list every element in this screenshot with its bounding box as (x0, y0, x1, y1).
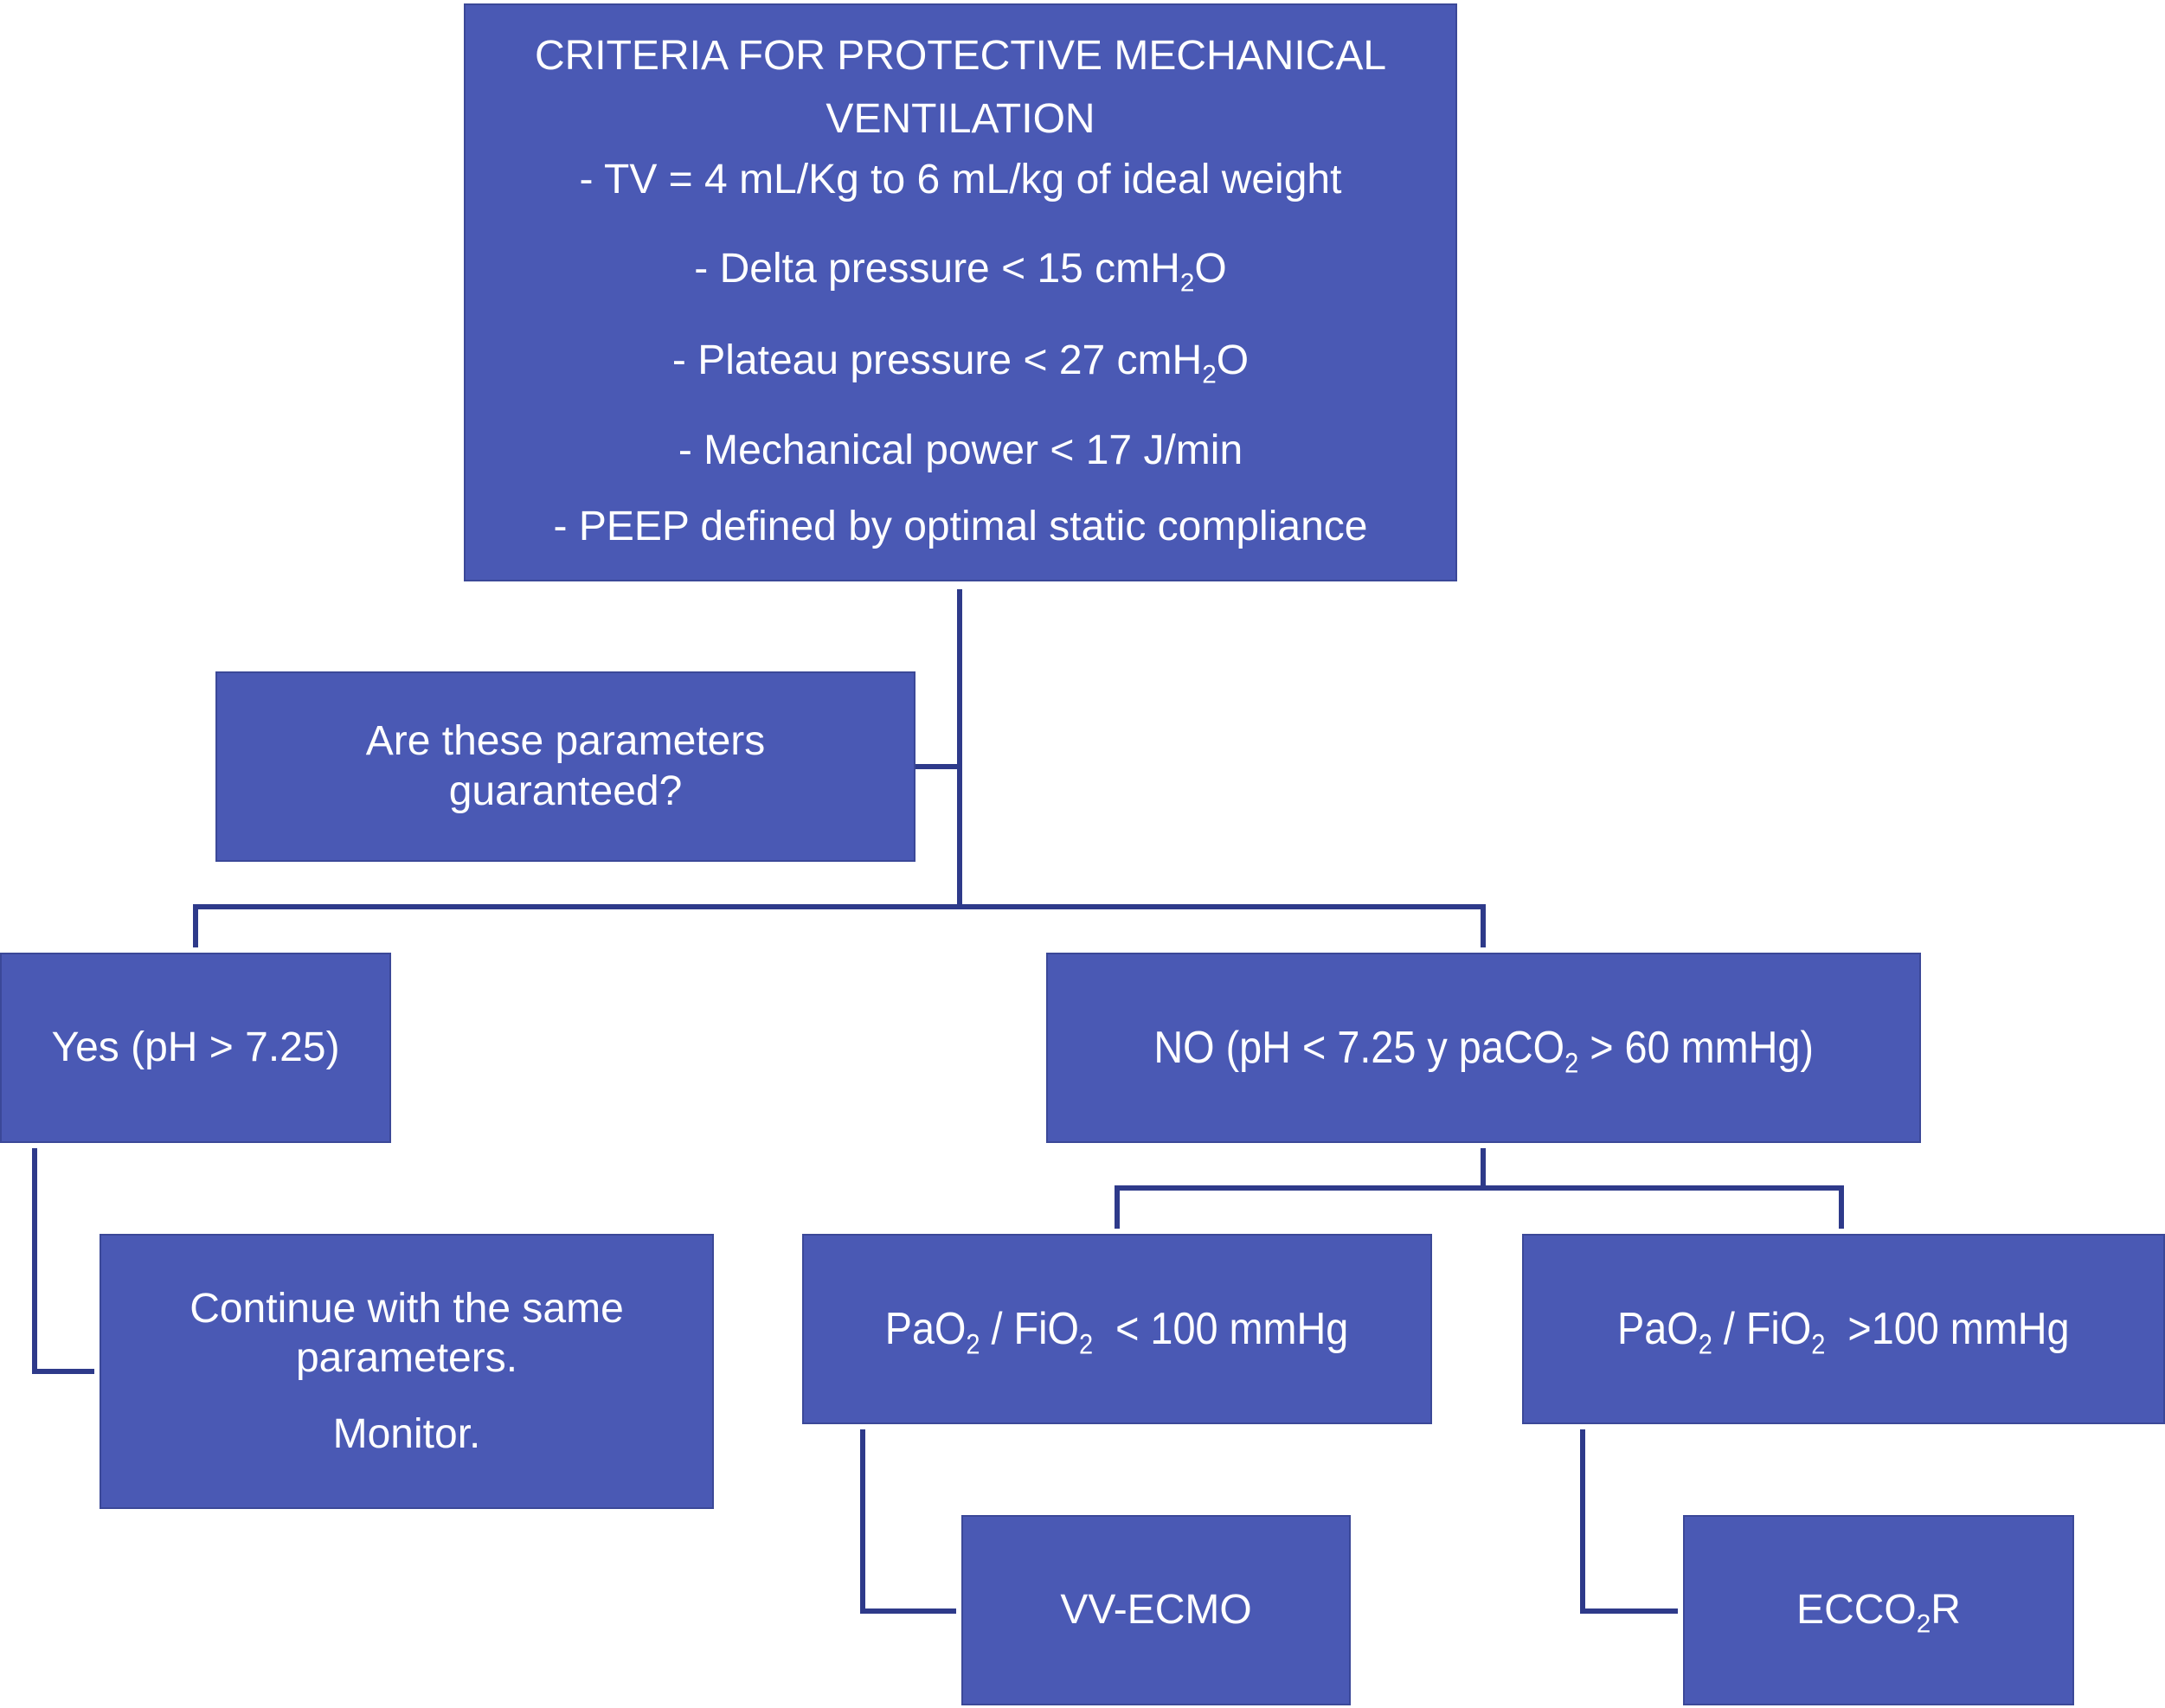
pafi-low-sub1: 2 (966, 1328, 981, 1360)
criteria-plateau-subscript: 2 (1202, 360, 1217, 389)
vvecmo-label: VV-ECMO (1060, 1587, 1252, 1634)
connector-no-branch (1115, 1148, 1844, 1229)
yes-label: Yes (pH > 7.25) (51, 1024, 340, 1071)
criteria-delta-text: - Delta pressure < 15 cmH (694, 246, 1180, 292)
continue-box: Continue with the same parameters. Monit… (100, 1234, 714, 1509)
pafi-low-label: PaO2 / FiO2 < 100 mmHg (885, 1302, 1349, 1360)
no-label: NO (pH < 7.25 y paCO2 > 60 mmHg) (1153, 1021, 1814, 1079)
question-line2: guaranteed? (448, 768, 683, 814)
yes-box: Yes (pH > 7.25) (0, 953, 391, 1143)
ecco2r-suffix: R (1931, 1587, 1961, 1634)
pafi-high-threshold: >100 mmHg (1825, 1303, 2070, 1354)
pafi-low-pao2: PaO (885, 1303, 967, 1354)
criteria-tv: - TV = 4 mL/Kg to 6 mL/kg of ideal weigh… (579, 157, 1342, 202)
criteria-delta-subscript: 2 (1179, 268, 1195, 298)
question-box: Are these parameters guaranteed? (215, 671, 915, 862)
ecco2r-text: ECCO (1796, 1587, 1917, 1634)
no-label-suffix: > 60 mmHg) (1578, 1022, 1814, 1073)
continue-line2: parameters. (295, 1335, 518, 1382)
pafi-high-fio2: / FiO (1712, 1303, 1812, 1354)
criteria-plateau-suffix: O (1216, 337, 1250, 383)
pafi-low-fio2: / FiO (980, 1303, 1080, 1354)
pafi-high-box: PaO2 / FiO2 >100 mmHg (1522, 1234, 2165, 1424)
ecco2r-label: ECCO2R (1796, 1585, 1961, 1637)
ecco2r-box: ECCO2R (1683, 1515, 2074, 1705)
criteria-delta-pressure: - Delta pressure < 15 cmH2O (694, 246, 1227, 296)
connector-high-to-ecco2r (1580, 1429, 1678, 1614)
criteria-box: CRITERIA FOR PROTECTIVE MECHANICAL VENTI… (464, 3, 1457, 581)
connector-branch-yes-no (193, 904, 1486, 947)
criteria-plateau-pressure: - Plateau pressure < 27 cmH2O (671, 337, 1250, 388)
question-line1: Are these parameters (365, 718, 766, 765)
no-label-subscript: 2 (1564, 1047, 1579, 1079)
criteria-title-line2: VENTILATION (826, 96, 1095, 142)
no-label-text: NO (pH < 7.25 y paCO (1153, 1022, 1564, 1073)
criteria-delta-suffix: O (1194, 246, 1227, 292)
criteria-peep: - PEEP defined by optimal static complia… (553, 504, 1368, 549)
pafi-low-threshold: < 100 mmHg (1093, 1303, 1349, 1354)
criteria-mechanical-power: - Mechanical power < 17 J/min (678, 427, 1243, 473)
pafi-low-sub2: 2 (1079, 1328, 1094, 1360)
continue-line1: Continue with the same (190, 1285, 624, 1332)
pafi-high-pao2: PaO (1617, 1303, 1699, 1354)
vvecmo-box: VV-ECMO (961, 1515, 1351, 1705)
criteria-title-line1: CRITERIA FOR PROTECTIVE MECHANICAL (534, 33, 1387, 79)
no-box: NO (pH < 7.25 y paCO2 > 60 mmHg) (1046, 953, 1921, 1143)
pafi-high-label: PaO2 / FiO2 >100 mmHg (1617, 1302, 2070, 1360)
continue-line3: Monitor. (332, 1410, 481, 1457)
connector-low-to-vvecmo (860, 1429, 956, 1614)
connector-yes-to-continue (32, 1148, 94, 1374)
pafi-low-box: PaO2 / FiO2 < 100 mmHg (802, 1234, 1432, 1424)
criteria-plateau-text: - Plateau pressure < 27 cmH (671, 337, 1203, 383)
pafi-high-sub1: 2 (1698, 1328, 1713, 1360)
pafi-high-sub2: 2 (1811, 1328, 1826, 1360)
ecco2r-subscript: 2 (1916, 1609, 1931, 1639)
